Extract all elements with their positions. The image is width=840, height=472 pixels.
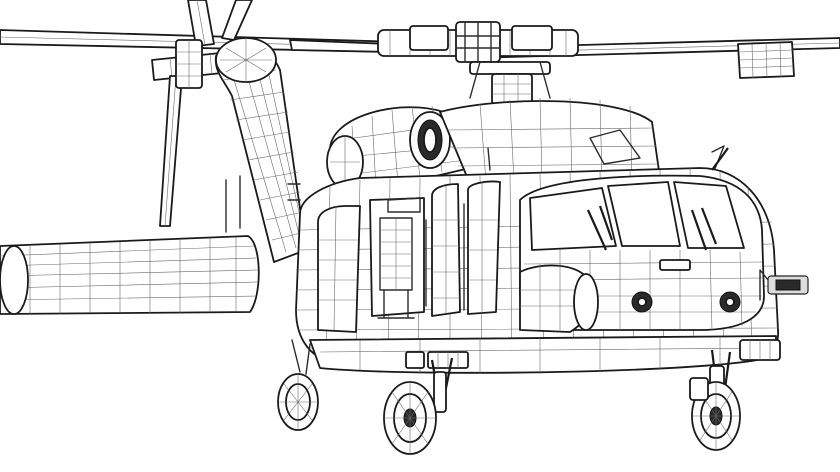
tail-boom [214,37,307,263]
cockpit-nose [519,147,809,333]
tail-rotor [151,39,233,227]
windshield-right [673,181,745,249]
fuselage-roof [439,97,725,185]
rotor-hub [377,21,579,105]
side-steps [225,175,781,369]
windshield-center [607,181,681,247]
landing-gear-left [383,357,454,455]
main-rotor [0,0,840,227]
engine-nacelle [326,105,471,197]
stabilizer-wing [0,235,260,315]
door-gun [759,269,809,301]
cabin-door [317,180,501,333]
landing-gear-right [689,349,741,451]
landing-gear-tail [277,339,319,431]
windshield-left [529,187,617,251]
